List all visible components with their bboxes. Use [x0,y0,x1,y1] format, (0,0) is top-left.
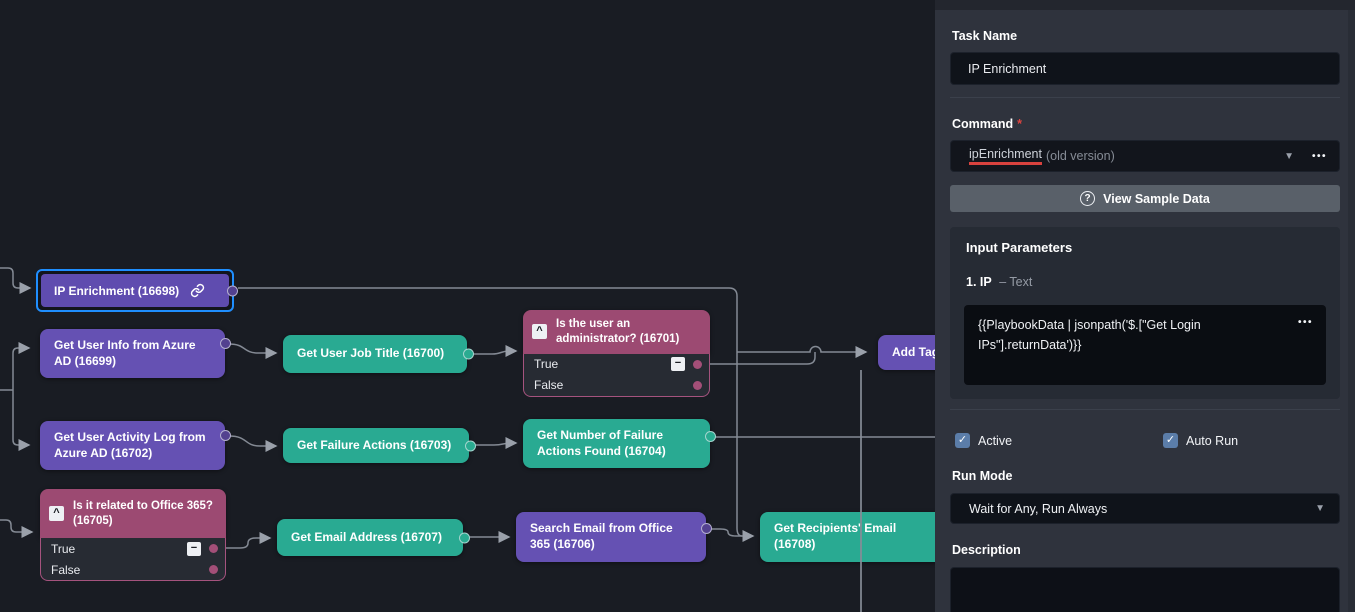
node-label: Is the user an administrator? (16701) [556,318,680,345]
output-port[interactable] [459,532,470,543]
branch-port[interactable] [209,544,218,553]
command-label: Command* [952,117,1022,131]
node-label: Get Email Address (16707) [291,529,442,544]
node-label: Get User Info from Azure AD (16699) [54,337,196,368]
branch-port[interactable] [693,380,702,390]
help-icon: ? [1080,191,1096,206]
description-label: Description [952,543,1021,557]
parameter-value: {{PlaybookData | jsonpath('$.["Get Login… [978,318,1201,352]
collapse-icon[interactable]: ^ [49,506,64,521]
node-label: Get Number of Failure Actions Found (167… [537,427,666,458]
divider [950,97,1340,98]
view-sample-data-button[interactable]: ? View Sample Data [950,185,1340,212]
node-label: Get User Job Title (16700) [297,346,445,361]
auto-run-label: Auto Run [1186,434,1239,448]
active-checkbox[interactable]: ✓ [955,433,970,448]
output-port[interactable] [705,431,716,442]
panel-scrollbar[interactable] [1348,10,1355,612]
node-label: IP Enrichment (16698) [54,283,180,298]
node-get-user-job-title[interactable]: Get User Job Title (16700) [283,335,474,373]
branch-port[interactable] [209,565,218,574]
node-label: Is it related to Office 365? (16705) [73,499,213,527]
node-get-user-activity-log[interactable]: Get User Activity Log from Azure AD (167… [40,421,231,470]
command-version-note: (old version) [1045,149,1115,163]
run-mode-value: Wait for Any, Run Always [969,501,1108,516]
condition-branch-true[interactable]: True − [41,538,225,559]
playbook-canvas[interactable]: IP Enrichment (16698) Get User Info from… [0,0,935,612]
node-search-email-office-365[interactable]: Search Email from Office 365 (16706) [516,512,712,562]
collapse-icon[interactable]: ^ [532,324,547,340]
node-label: Get Recipients' Email (16708) [774,521,897,551]
node-get-email-address[interactable]: Get Email Address (16707) [277,519,470,556]
condition-branch-true[interactable]: True − [524,354,709,375]
minus-icon[interactable]: − [671,357,685,372]
parameter-type: – Text [999,275,1033,289]
condition-branch-false[interactable]: False [41,559,225,580]
description-textarea[interactable] [950,567,1340,612]
node-condition-is-user-admin[interactable]: ^ Is the user an administrator? (16701) … [523,310,710,397]
run-mode-label: Run Mode [952,469,1013,483]
task-properties-panel: Task Name Command* ipEnrichment (old ver… [935,0,1355,612]
parameter-row-label: 1. IP – Text [966,275,1032,289]
node-condition-office-365[interactable]: ^ Is it related to Office 365? (16705) T… [40,489,226,581]
run-mode-select[interactable]: Wait for Any, Run Always ▼ [950,493,1340,524]
condition-branch-false[interactable]: False [524,375,709,396]
link-icon [190,283,205,298]
parameter-number: 1. [966,275,977,289]
branch-label: True [534,357,559,372]
output-port[interactable] [227,285,238,296]
minus-icon[interactable]: − [187,541,201,556]
node-add-tag-to-incident[interactable]: Add Tag to Incident (16710) [878,335,935,370]
command-value: ipEnrichment [969,147,1042,165]
output-port[interactable] [465,440,476,451]
connector-vertical-line [860,370,862,612]
input-parameters-title: Input Parameters [966,240,1073,255]
output-port[interactable] [701,523,712,534]
chevron-down-icon[interactable]: ▼ [1315,503,1325,514]
active-label: Active [978,434,1013,448]
connector-lines [0,267,935,549]
node-get-recipients-email[interactable]: Get Recipients' Email (16708) [760,512,935,562]
node-label: Search Email from Office 365 (16706) [530,521,673,551]
parameter-name: IP [979,275,992,289]
branch-label: False [51,562,81,577]
chevron-down-icon[interactable]: ▼ [1284,150,1294,162]
panel-top-strip [935,0,1355,10]
branch-label: True [51,541,76,556]
task-name-label: Task Name [952,29,1018,43]
command-select[interactable]: ipEnrichment (old version) ▼ ••• [950,140,1340,172]
branch-port[interactable] [693,359,702,369]
output-port[interactable] [220,430,231,441]
parameter-value-input[interactable]: {{PlaybookData | jsonpath('$.["Get Login… [964,305,1326,385]
more-options-icon[interactable]: ••• [1311,150,1327,162]
node-get-number-failure-actions[interactable]: Get Number of Failure Actions Found (167… [523,419,716,468]
more-options-icon[interactable]: ••• [1297,317,1313,328]
branch-label: False [534,378,564,393]
node-label: Add Tag to Incident (16710) [892,344,935,359]
task-name-input[interactable] [950,52,1340,85]
output-port[interactable] [220,338,231,349]
node-ip-enrichment[interactable]: IP Enrichment (16698) [36,269,238,312]
auto-run-checkbox[interactable]: ✓ [1163,433,1178,448]
node-label: Get Failure Actions (16703) [297,437,452,452]
node-get-failure-actions[interactable]: Get Failure Actions (16703) [283,428,476,463]
divider [950,409,1340,410]
input-parameters-card: Input Parameters 1. IP – Text {{Playbook… [950,227,1340,399]
output-port[interactable] [463,348,474,360]
node-get-user-info[interactable]: Get User Info from Azure AD (16699) [40,329,231,378]
required-marker: * [1017,117,1022,131]
node-label: Get User Activity Log from Azure AD (167… [54,429,206,460]
